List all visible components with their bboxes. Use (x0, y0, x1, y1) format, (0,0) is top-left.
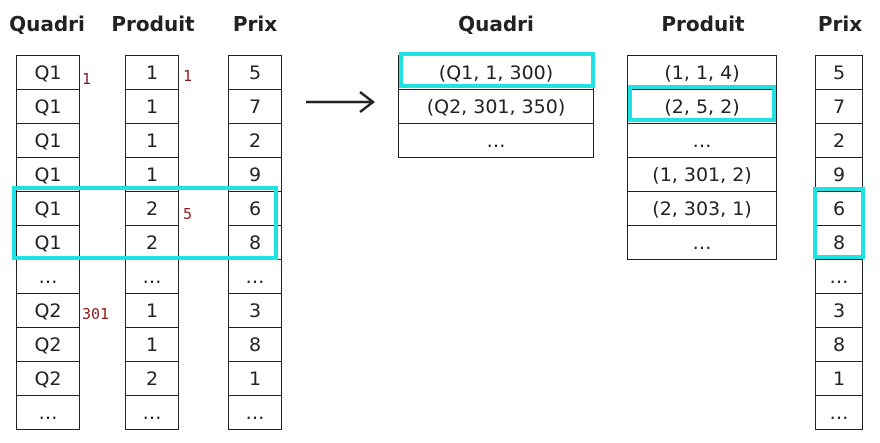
right-prix-column: 5 7 2 9 6 8 … 3 8 1 … (815, 55, 863, 430)
produit-offset-annotation: 1 (183, 67, 193, 85)
left-prix-cell: 8 (229, 226, 281, 260)
right-produit-column: (1, 1, 4) (2, 5, 2) … (1, 301, 2) (2, 30… (627, 55, 777, 260)
left-produit-cell: 1 (126, 158, 178, 192)
right-produit-cell: … (628, 124, 776, 158)
left-quadri-column: Q1 Q1 Q1 Q1 Q1 Q1 … Q2 Q2 Q2 … (16, 55, 80, 430)
right-prix-cell: 6 (816, 192, 862, 226)
left-produit-cell: 1 (126, 124, 178, 158)
left-quadri-cell: Q2 (17, 362, 79, 396)
right-produit-cell: (2, 5, 2) (628, 90, 776, 124)
right-prix-cell: 8 (816, 328, 862, 362)
right-produit-cell: … (628, 226, 776, 260)
right-prix-cell: 1 (816, 362, 862, 396)
right-produit-cell: (1, 301, 2) (628, 158, 776, 192)
right-prix-cell: … (816, 260, 862, 294)
arrow-right-icon (306, 91, 376, 113)
left-quadri-cell: Q1 (17, 56, 79, 90)
right-prix-cell: 5 (816, 56, 862, 90)
right-produit-cell: (2, 303, 1) (628, 192, 776, 226)
left-prix-cell: 9 (229, 158, 281, 192)
left-prix-cell: 5 (229, 56, 281, 90)
quadri-offset-annotation: 301 (82, 305, 110, 323)
left-quadri-cell: Q1 (17, 158, 79, 192)
produit-offset-annotation: 5 (183, 205, 193, 223)
left-produit-cell: 2 (126, 192, 178, 226)
left-quadri-header: Quadri (9, 12, 85, 36)
right-quadri-cell: (Q1, 1, 300) (399, 56, 593, 90)
right-produit-header: Produit (661, 12, 745, 36)
left-produit-column: 1 1 1 1 2 2 … 1 1 2 … (125, 55, 179, 430)
left-prix-cell: … (229, 396, 281, 430)
right-prix-header: Prix (817, 12, 863, 36)
left-quadri-cell: … (17, 260, 79, 294)
left-prix-cell: … (229, 260, 281, 294)
right-prix-cell: … (816, 396, 862, 430)
left-prix-cell: 3 (229, 294, 281, 328)
right-quadri-cell: … (399, 124, 593, 158)
right-prix-cell: 3 (816, 294, 862, 328)
left-quadri-cell: … (17, 396, 79, 430)
left-quadri-cell: Q2 (17, 328, 79, 362)
right-prix-cell: 7 (816, 90, 862, 124)
left-quadri-cell: Q1 (17, 90, 79, 124)
left-produit-cell: 1 (126, 328, 178, 362)
left-produit-cell: 2 (126, 362, 178, 396)
left-produit-cell: 2 (126, 226, 178, 260)
right-quadri-header: Quadri (458, 12, 534, 36)
left-produit-cell: … (126, 396, 178, 430)
left-prix-cell: 7 (229, 90, 281, 124)
left-produit-header: Produit (111, 12, 195, 36)
left-quadri-cell: Q1 (17, 124, 79, 158)
right-prix-cell: 8 (816, 226, 862, 260)
left-prix-header: Prix (232, 12, 278, 36)
right-prix-cell: 2 (816, 124, 862, 158)
left-produit-cell: 1 (126, 294, 178, 328)
left-produit-cell: 1 (126, 90, 178, 124)
left-prix-cell: 2 (229, 124, 281, 158)
right-produit-cell: (1, 1, 4) (628, 56, 776, 90)
left-produit-cell: … (126, 260, 178, 294)
left-prix-cell: 8 (229, 328, 281, 362)
left-prix-cell: 6 (229, 192, 281, 226)
left-quadri-cell: Q1 (17, 226, 79, 260)
left-prix-column: 5 7 2 9 6 8 … 3 8 1 … (228, 55, 282, 430)
right-quadri-cell: (Q2, 301, 350) (399, 90, 593, 124)
right-quadri-column: (Q1, 1, 300) (Q2, 301, 350) … (398, 55, 594, 158)
right-prix-cell: 9 (816, 158, 862, 192)
quadri-offset-annotation: 1 (82, 70, 92, 88)
left-produit-cell: 1 (126, 56, 178, 90)
left-prix-cell: 1 (229, 362, 281, 396)
left-quadri-cell: Q2 (17, 294, 79, 328)
left-quadri-cell: Q1 (17, 192, 79, 226)
